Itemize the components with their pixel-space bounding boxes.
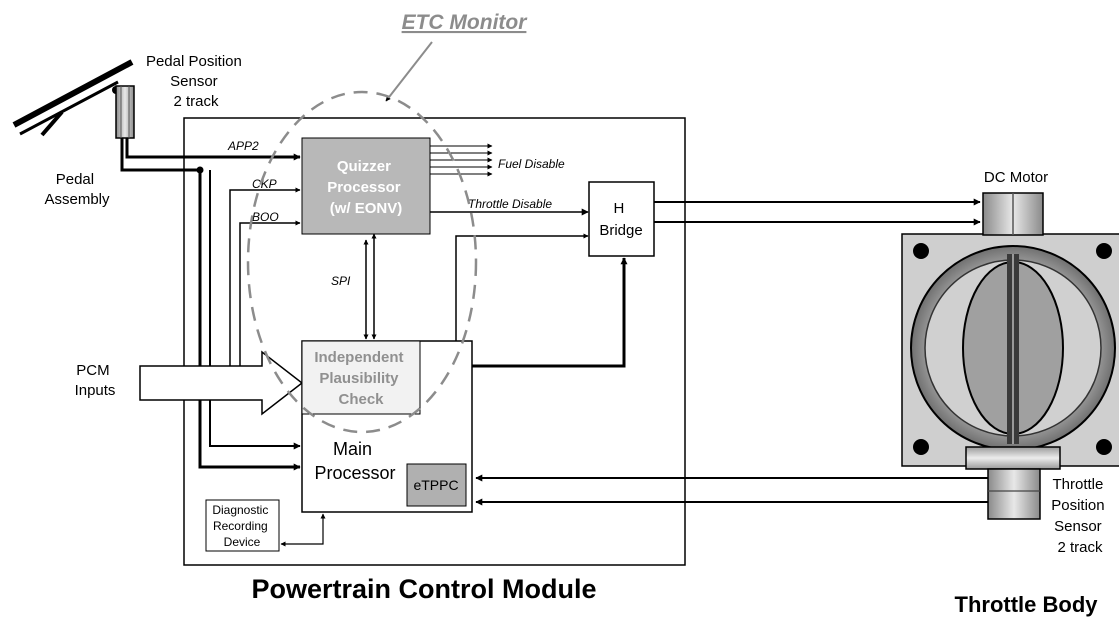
signal-ckp: CKP — [252, 177, 277, 191]
fuel-disable-label: Fuel Disable — [498, 157, 565, 171]
throttle-body-title: Throttle Body — [955, 592, 1099, 617]
pedal-position-sensor — [115, 85, 135, 139]
plausibility-to-hbridge-wire — [455, 233, 589, 342]
etc-monitor-title: ETC Monitor — [402, 11, 529, 34]
bolt-icon — [913, 243, 929, 259]
pcm-box — [183, 117, 686, 566]
pcm-inputs-label: PCM Inputs — [75, 362, 116, 399]
bolt-icon — [1096, 243, 1112, 259]
signal-spi: SPI — [331, 274, 351, 288]
dc-motor-label: DC Motor — [984, 169, 1048, 186]
h-bridge-box — [588, 181, 655, 257]
main-to-hbridge-wire — [472, 257, 628, 368]
pedal-sensor-wires — [120, 138, 301, 471]
diagnostic-device-box — [205, 499, 280, 552]
plausibility-check-box — [301, 340, 421, 415]
plausibility-check-label: Independent Plausibility Check — [314, 349, 407, 408]
tps-label: Throttle Position Sensor 2 track — [1051, 476, 1109, 556]
tps-housing — [965, 446, 1061, 470]
pedal-assembly — [12, 59, 134, 137]
etppc-label: eTPPC — [413, 477, 458, 493]
fuel-disable-outputs — [430, 143, 493, 177]
spi-link — [363, 233, 377, 340]
ckp-boo-wires — [229, 187, 301, 372]
quizzer-processor-box — [301, 137, 431, 235]
pedal-assembly-label: Pedal Assembly — [44, 171, 110, 208]
tps-feedback-wires — [475, 474, 988, 506]
pcm-title: Powertrain Control Module — [251, 574, 596, 604]
throttle-disable-label: Throttle Disable — [468, 197, 552, 211]
signal-boo: BOO — [252, 210, 279, 224]
pcm-inputs-arrow — [139, 350, 304, 416]
etc-monitor-pointer — [385, 41, 433, 102]
quizzer-processor-label: Quizzer Processor (w/ EONV) — [327, 158, 405, 217]
motor-drive-wires — [654, 198, 981, 226]
signal-app2: APP2 — [227, 139, 259, 153]
bolt-icon — [1096, 439, 1112, 455]
pedal-sensor-label: Pedal Position Sensor 2 track — [146, 53, 246, 110]
main-processor-label: Main Processor — [314, 439, 395, 483]
diagnostic-device-label: Diagnostic Recording Device — [212, 503, 271, 549]
tps-sensor — [987, 468, 1041, 520]
etc-monitor-boundary — [246, 90, 478, 434]
diagnostic-link — [280, 513, 326, 547]
h-bridge-label: H Bridge — [599, 200, 642, 239]
etppc-box — [406, 463, 467, 507]
bolt-icon — [913, 439, 929, 455]
throttle-body — [901, 192, 1119, 520]
